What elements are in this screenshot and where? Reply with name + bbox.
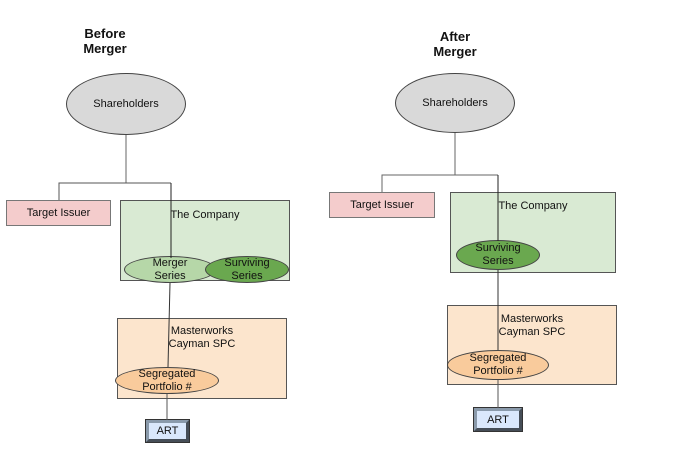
before-surviving-series-line2: Series	[231, 269, 263, 282]
before-connector-to-target	[58, 182, 171, 200]
after-spc-line2: Cayman SPC	[498, 326, 566, 338]
after-title-line1: After	[439, 29, 471, 44]
before-merger-title: Before Merger	[70, 26, 140, 56]
after-target-issuer-node: Target Issuer	[329, 192, 435, 218]
before-merger-series-node: Merger Series	[124, 256, 216, 283]
before-portfolio-line2: Portfolio #	[142, 380, 192, 393]
before-portfolio-line1: Segregated	[138, 367, 196, 380]
after-spc-line1: Masterworks	[500, 313, 564, 325]
after-art-node: ART	[473, 407, 523, 432]
after-merger-title: After Merger	[420, 29, 490, 59]
before-shareholders-label: Shareholders	[93, 97, 159, 110]
after-surviving-series-node: Surviving Series	[456, 240, 540, 270]
after-portfolio-line2: Portfolio #	[473, 365, 523, 377]
after-shareholders-label: Shareholders	[422, 96, 488, 109]
after-spc-label: Masterworks Cayman SPC	[448, 313, 616, 339]
after-art-label: ART	[487, 413, 509, 426]
before-spc-label: Masterworks Cayman SPC	[118, 325, 286, 351]
after-surviving-series-line2: Series	[482, 255, 514, 267]
before-surviving-series-node: Surviving Series	[205, 256, 289, 283]
before-portfolio-node: Segregated Portfolio #	[115, 367, 219, 394]
after-connector-to-target	[381, 174, 498, 192]
before-surviving-series-line1: Surviving	[224, 256, 270, 269]
before-title-line1: Before	[84, 26, 126, 41]
after-shareholders-node: Shareholders	[395, 73, 515, 133]
after-target-issuer-label: Target Issuer	[350, 199, 414, 211]
before-target-issuer-node: Target Issuer	[6, 200, 111, 226]
after-surviving-series-line1: Surviving	[475, 242, 521, 254]
before-merger-series-line1: Merger	[152, 256, 188, 269]
before-art-node: ART	[145, 419, 190, 443]
after-company-label: The Company	[498, 200, 568, 212]
after-portfolio-line1: Segregated	[469, 352, 527, 364]
before-company-label: The Company	[170, 209, 240, 221]
before-merger-series-line2: Series	[154, 269, 186, 282]
before-title-line2: Merger	[83, 41, 127, 56]
before-art-label: ART	[156, 425, 179, 437]
before-target-issuer-label: Target Issuer	[26, 207, 91, 219]
before-shareholders-node: Shareholders	[66, 73, 186, 135]
after-portfolio-node: Segregated Portfolio #	[447, 350, 549, 380]
before-spc-line1: Masterworks	[170, 325, 234, 337]
after-title-line2: Merger	[433, 44, 477, 59]
before-spc-line2: Cayman SPC	[168, 338, 236, 350]
